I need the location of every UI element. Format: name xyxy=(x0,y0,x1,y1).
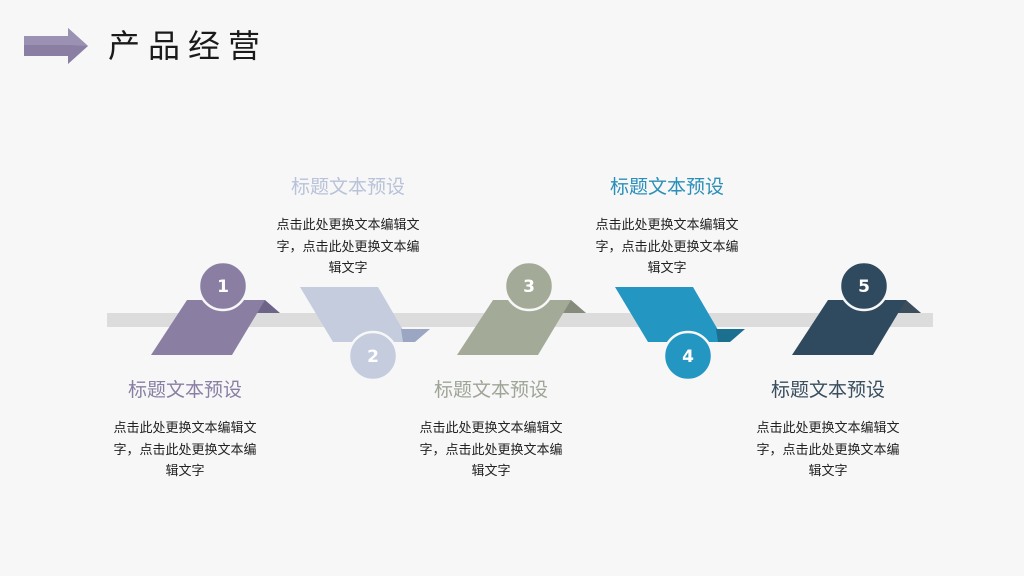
step-description-line: 辑文字 xyxy=(647,261,687,276)
step-number-circle xyxy=(503,260,555,312)
step-description-line: 辑文字 xyxy=(328,261,368,276)
step-ribbon xyxy=(151,300,265,355)
step-description: 点击此处更换文本编辑文字，点击此处更换文本编辑文字 xyxy=(95,418,275,483)
step-number: 3 xyxy=(523,277,535,297)
step-ribbon xyxy=(792,300,906,355)
step-2: 2 xyxy=(300,287,430,382)
step-number: 5 xyxy=(858,277,870,297)
step-description-line: 辑文字 xyxy=(165,464,205,479)
step-title: 标题文本预设 xyxy=(609,176,724,198)
step-number: 4 xyxy=(682,347,694,367)
step-description: 点击此处更换文本编辑文字，点击此处更换文本编辑文字 xyxy=(738,418,918,483)
step-description: 点击此处更换文本编辑文字，点击此处更换文本编辑文字 xyxy=(401,418,581,483)
step-description-line: 点击此处更换文本编辑文 xyxy=(113,421,257,436)
step-description-line: 点击此处更换文本编辑文 xyxy=(595,218,739,233)
step-description-line: 辑文字 xyxy=(808,464,848,479)
step-1: 1 xyxy=(151,260,280,355)
step-title: 标题文本预设 xyxy=(290,176,405,198)
page-title: 产品经营 xyxy=(108,27,269,65)
step-number-circle xyxy=(838,260,890,312)
step-number-circle xyxy=(662,330,714,382)
step-number-circle xyxy=(197,260,249,312)
step-ribbon xyxy=(300,287,410,342)
step-number-circle xyxy=(347,330,399,382)
step-description-line: 辑文字 xyxy=(471,464,511,479)
step-description: 点击此处更换文本编辑文字，点击此处更换文本编辑文字 xyxy=(577,215,757,280)
step-ribbon xyxy=(457,300,571,355)
step-5: 5 xyxy=(792,260,921,355)
step-description-line: 字，点击此处更换文本编 xyxy=(756,442,900,458)
step-description-line: 点击此处更换文本编辑文 xyxy=(419,421,563,436)
step-description-line: 字，点击此处更换文本编 xyxy=(595,239,739,255)
step-ribbon xyxy=(615,287,725,342)
step-description: 点击此处更换文本编辑文字，点击此处更换文本编辑文字 xyxy=(258,215,438,280)
step-description-line: 字，点击此处更换文本编 xyxy=(419,442,563,458)
step-description-line: 字，点击此处更换文本编 xyxy=(113,442,257,458)
arrow-right-icon xyxy=(24,28,88,64)
step-title: 标题文本预设 xyxy=(433,379,548,401)
step-title: 标题文本预设 xyxy=(770,379,885,401)
step-accent xyxy=(401,329,430,342)
step-description-line: 点击此处更换文本编辑文 xyxy=(756,421,900,436)
step-3: 3 xyxy=(457,260,586,355)
step-title: 标题文本预设 xyxy=(127,379,242,401)
step-accent xyxy=(716,329,745,342)
step-number: 2 xyxy=(367,347,379,367)
step-description-line: 点击此处更换文本编辑文 xyxy=(276,218,420,233)
step-description-line: 字，点击此处更换文本编 xyxy=(276,239,420,255)
step-4: 4 xyxy=(615,287,745,382)
step-number: 1 xyxy=(217,277,229,297)
